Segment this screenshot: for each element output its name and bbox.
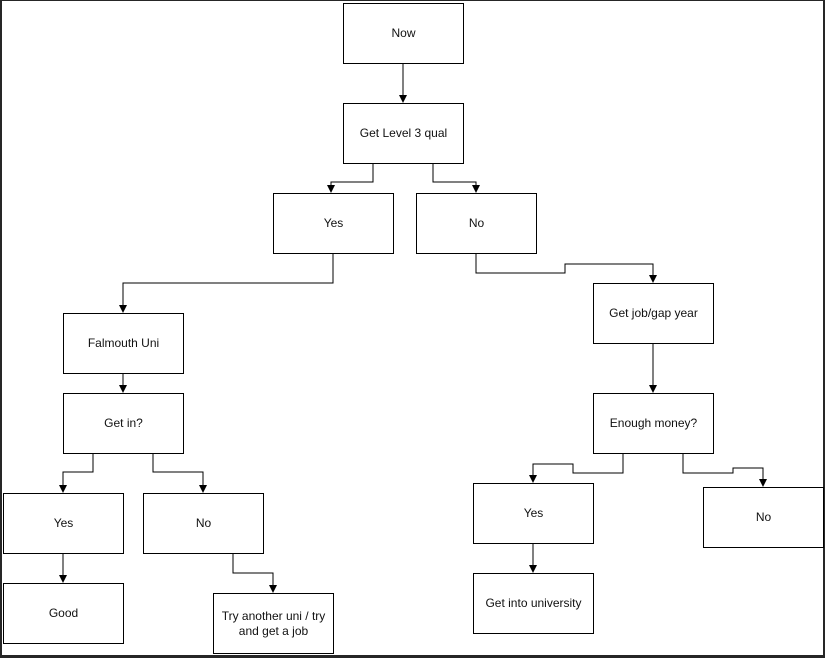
node-get-job-gap-year: Get job/gap year bbox=[593, 283, 714, 344]
node-get-in-no: No bbox=[143, 493, 264, 554]
node-level3-yes: Yes bbox=[273, 193, 394, 254]
edge-no-to-gapyear bbox=[475, 254, 657, 283]
node-get-level-3-qual: Get Level 3 qual bbox=[343, 103, 464, 164]
node-get-in-yes: Yes bbox=[3, 493, 124, 554]
edge-no-to-tryanother bbox=[232, 554, 277, 593]
node-now: Now bbox=[343, 3, 464, 64]
node-get-into-university: Get into university bbox=[473, 573, 594, 634]
node-enough-money: Enough money? bbox=[593, 393, 714, 454]
edge-money-to-no bbox=[682, 454, 767, 487]
edge-getin-to-yes bbox=[59, 454, 94, 493]
node-get-in: Get in? bbox=[63, 393, 184, 454]
edge-yes-to-falmouth bbox=[119, 254, 334, 313]
edge-money-to-yes bbox=[529, 454, 624, 483]
node-money-no: No bbox=[703, 487, 824, 548]
edge-level3-to-yes bbox=[327, 164, 374, 193]
node-try-another-uni: Try another uni / try and get a job bbox=[213, 593, 334, 654]
node-money-yes: Yes bbox=[473, 483, 594, 544]
node-good: Good bbox=[3, 583, 124, 644]
node-level3-no: No bbox=[416, 193, 537, 254]
edge-level3-to-no bbox=[432, 164, 480, 193]
node-falmouth-uni: Falmouth Uni bbox=[63, 313, 184, 374]
edge-getin-to-no bbox=[152, 454, 207, 493]
